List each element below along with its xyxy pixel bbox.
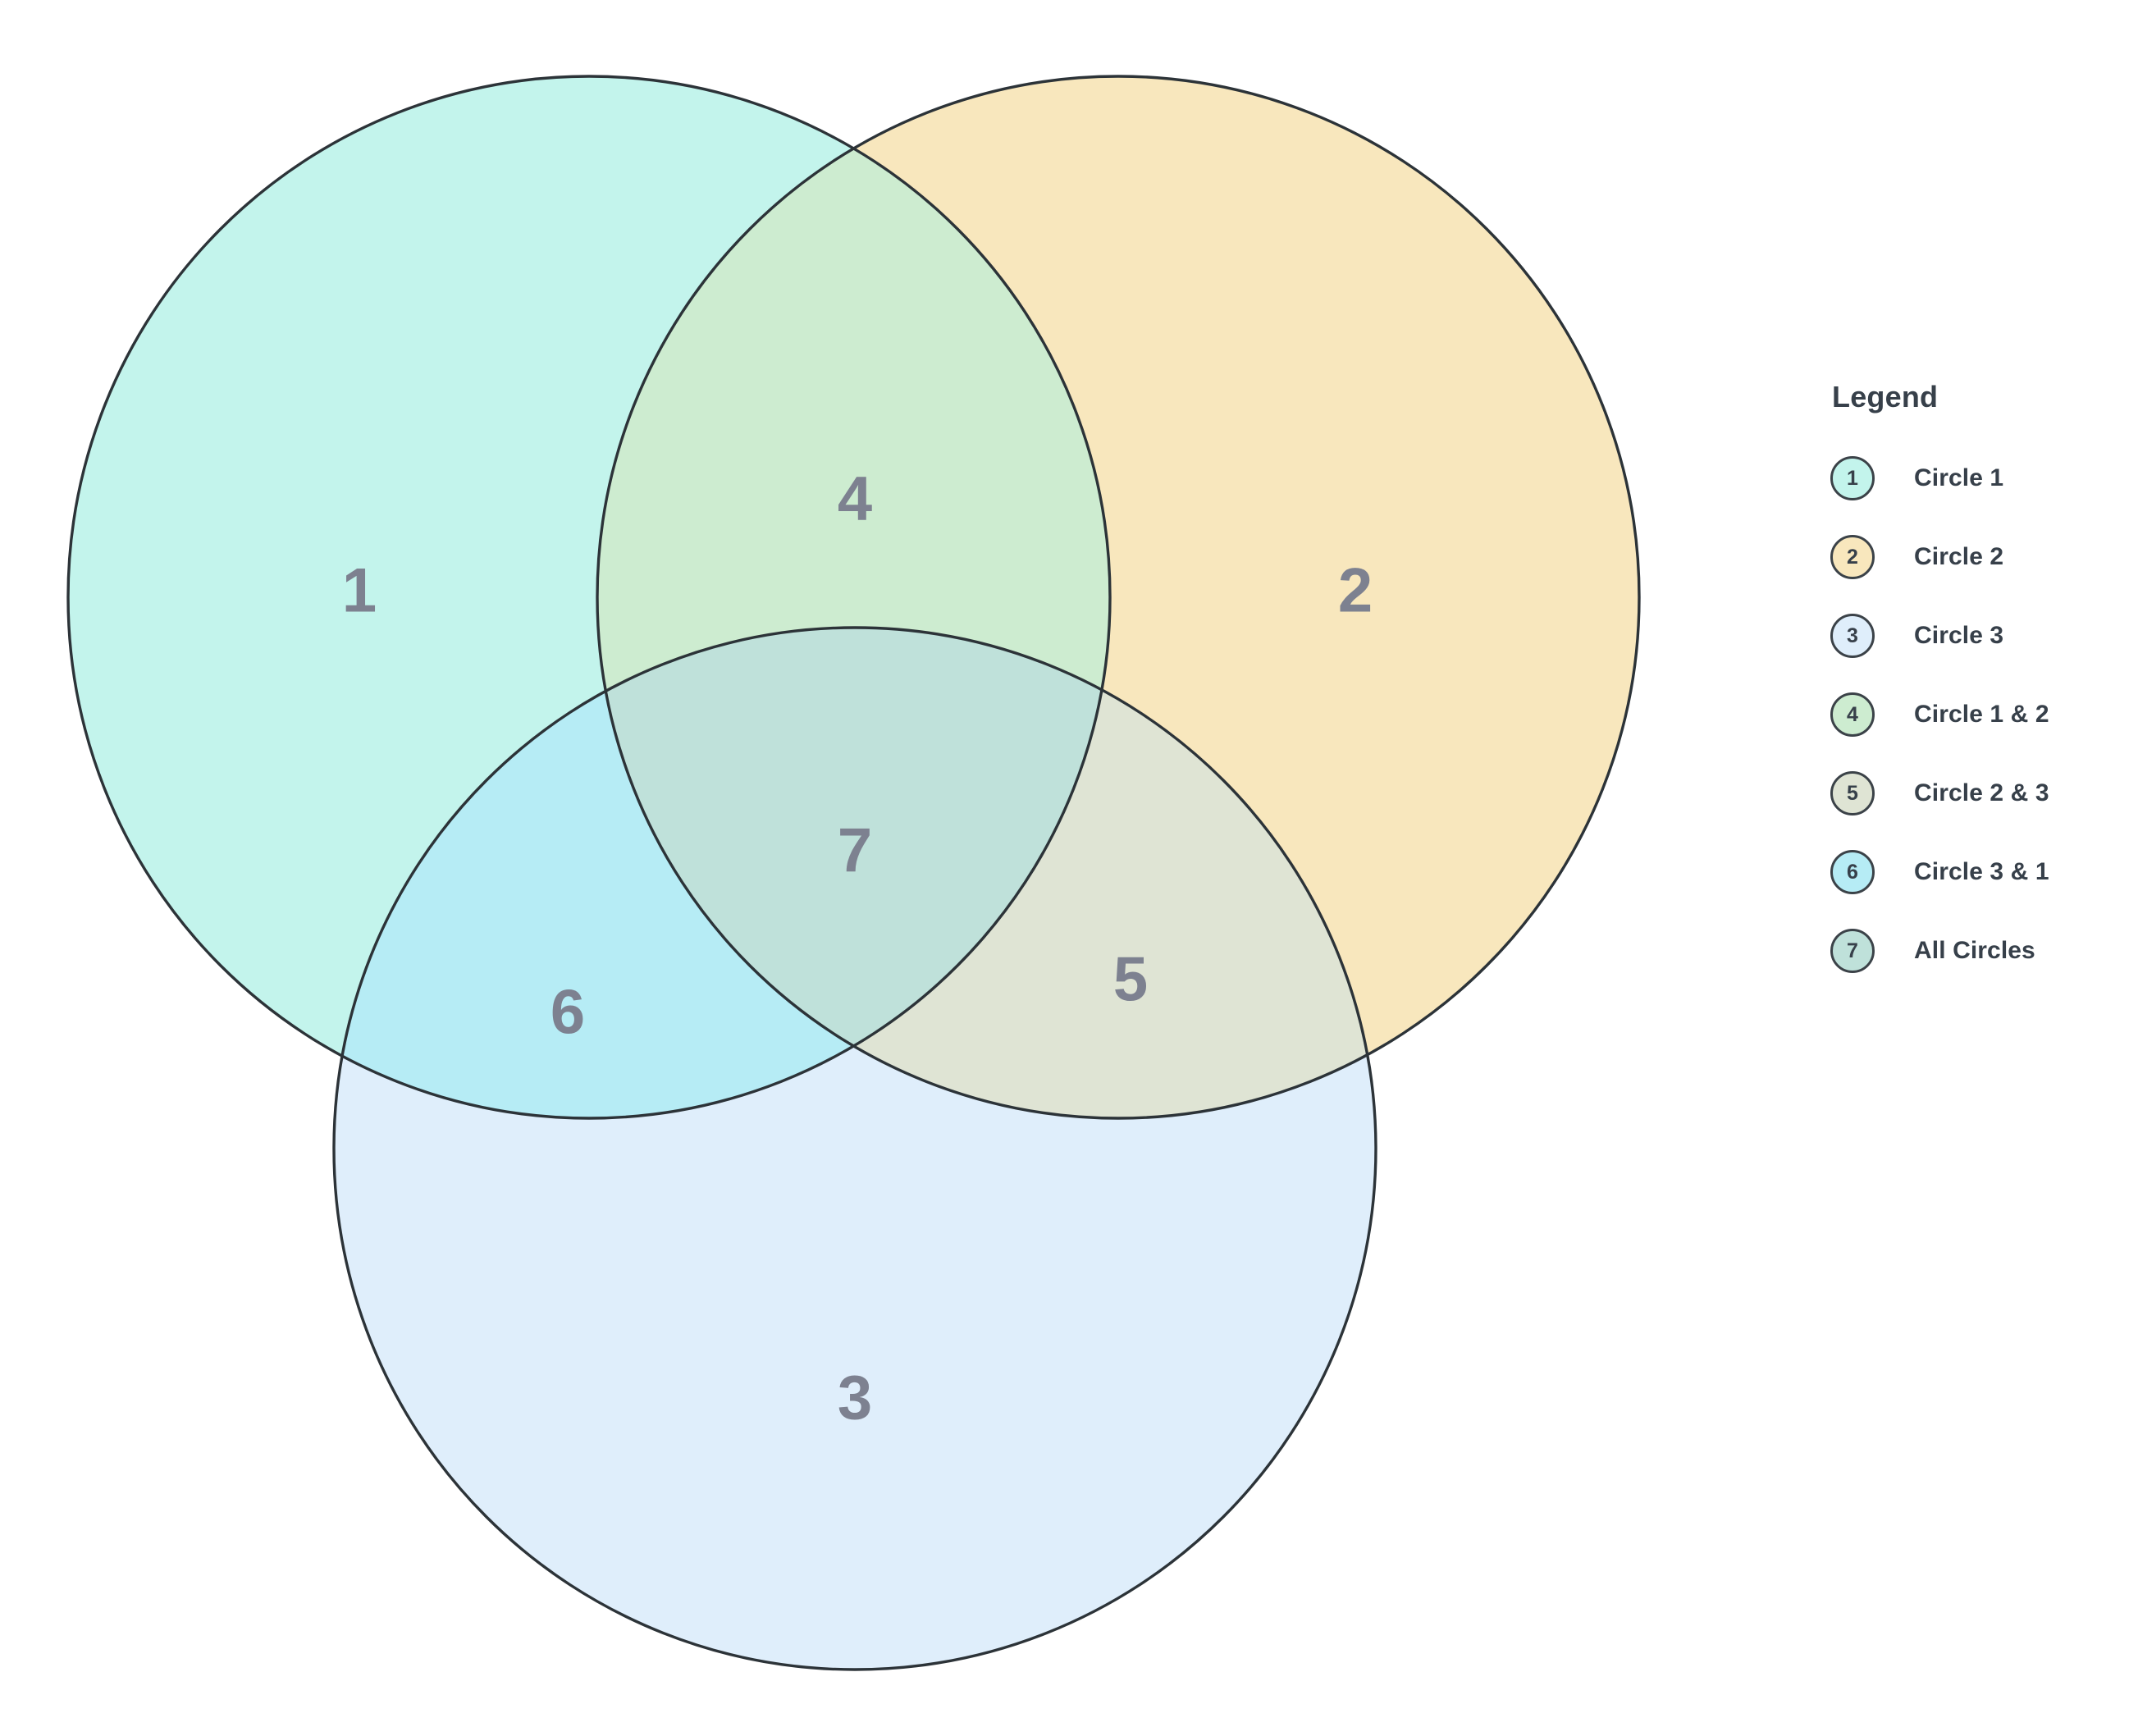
legend-item-1[interactable]: 1 Circle 1 [1830,455,2126,502]
legend-label-3: Circle 3 [1914,622,2004,649]
legend-label-7: All Circles [1914,937,2035,964]
legend-label-6: Circle 3 & 1 [1914,858,2049,885]
legend-swatch-3: 3 [1830,614,1875,658]
region-label-2: 2 [1338,556,1373,626]
legend-item-6[interactable]: 6 Circle 3 & 1 [1830,848,2126,896]
region-label-7: 7 [838,816,872,886]
legend-item-2[interactable]: 2 Circle 2 [1830,533,2126,581]
set-3-outline [332,626,1377,1671]
region-label-1: 1 [342,556,377,626]
legend-label-1: Circle 1 [1914,464,2004,491]
legend-label-4: Circle 1 & 2 [1914,701,2049,728]
legend-item-7[interactable]: 7 All Circles [1830,927,2126,975]
legend-swatch-7: 7 [1830,929,1875,973]
legend-items: 1 Circle 1 2 Circle 2 3 Circle 3 4 Circle 1 & 2… [1830,455,2126,975]
legend-swatch-6: 6 [1830,850,1875,894]
venn-outlines [66,75,1641,1671]
legend-label-2: Circle 2 [1914,543,2004,570]
region-2-and-3-fill[interactable] [334,628,1376,1670]
region-label-6: 6 [550,978,585,1048]
legend-title: Legend [1832,380,1939,413]
region-label-4: 4 [838,464,872,534]
legend-item-5[interactable]: 5 Circle 2 & 3 [1830,770,2126,817]
region-labels: 1 2 3 4 5 6 7 [342,464,1373,1433]
set-1-outline [66,75,1112,1120]
legend-swatch-4: 4 [1830,692,1875,737]
legend-swatch-1: 1 [1830,456,1875,500]
region-label-5: 5 [1113,945,1148,1015]
region-label-3: 3 [838,1364,872,1433]
legend-swatch-2: 2 [1830,535,1875,579]
legend-label-5: Circle 2 & 3 [1914,779,2049,806]
venn-intersection-fills [334,76,1376,1670]
legend-item-3[interactable]: 3 Circle 3 [1830,612,2126,660]
legend-item-4[interactable]: 4 Circle 1 & 2 [1830,691,2126,738]
set-2-outline [596,75,1641,1120]
legend-swatch-5: 5 [1830,771,1875,815]
